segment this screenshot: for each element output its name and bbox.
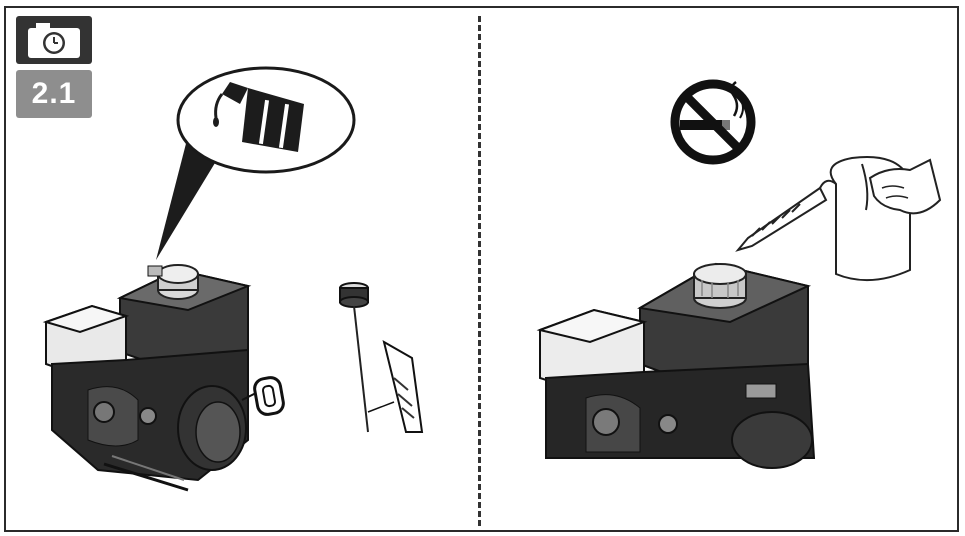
panel-divider: [478, 16, 481, 526]
starter-handle: [241, 376, 285, 416]
engine-oil-illustration: [42, 66, 424, 492]
engine: [42, 264, 285, 492]
no-smoking-icon: [670, 79, 756, 165]
oil-bottle-callout: [156, 66, 356, 260]
camera-timer-icon: [16, 16, 92, 64]
step-badge: 2.1: [16, 16, 92, 120]
oil-bottle-icon: [213, 82, 304, 152]
hand: [868, 158, 942, 215]
step-number: 2.1: [16, 70, 92, 118]
dipstick: [339, 282, 424, 433]
refuel-illustration: [536, 79, 942, 469]
engine: [536, 262, 816, 469]
